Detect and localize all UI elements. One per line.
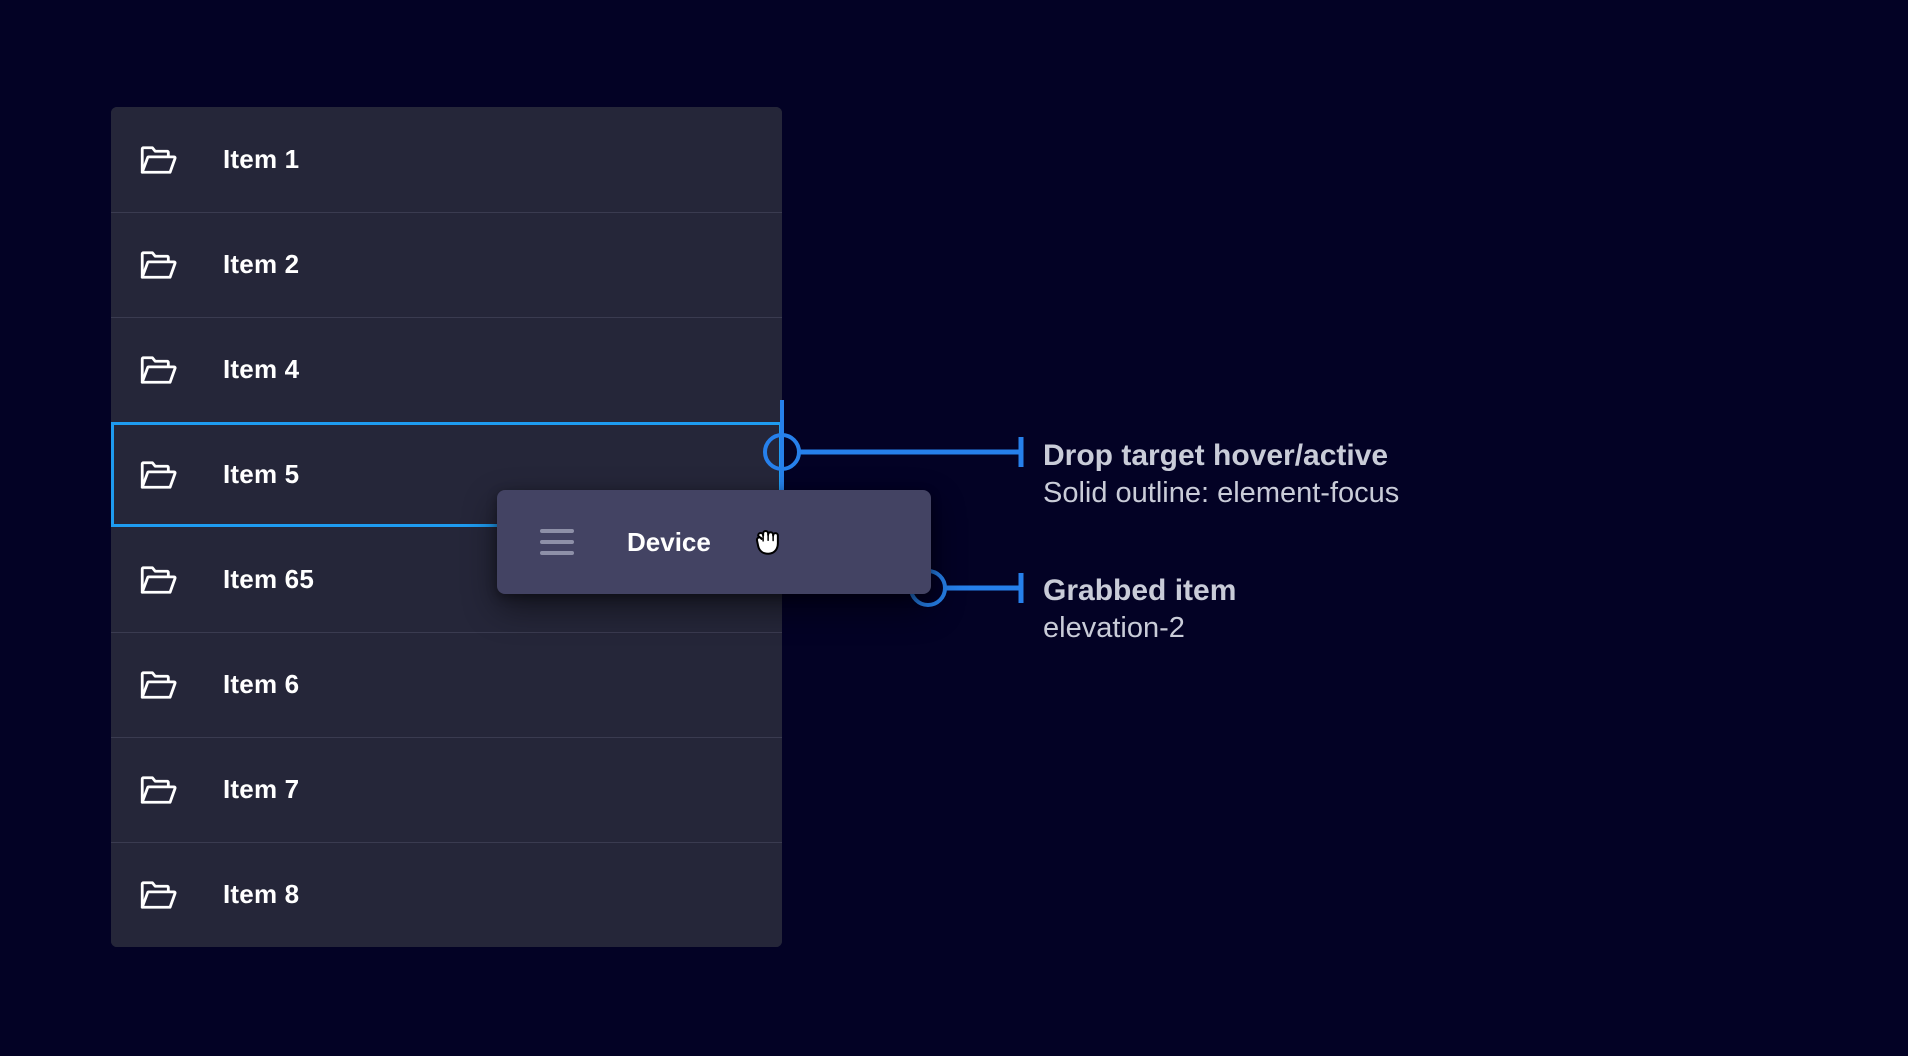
- list-item[interactable]: Item 4: [111, 317, 782, 422]
- list-item-label: Item 7: [223, 774, 300, 804]
- annotation-grabbed-item: Grabbed item elevation-2: [1043, 572, 1236, 648]
- list-item[interactable]: Item 2: [111, 212, 782, 317]
- annotation-subtitle: elevation-2: [1043, 612, 1185, 645]
- list-item[interactable]: Item 1: [111, 107, 782, 212]
- hamburger-grip-icon[interactable]: [540, 529, 574, 555]
- grabbed-item-card[interactable]: Device: [497, 490, 931, 594]
- list-item-label: Item 8: [223, 879, 300, 909]
- list-item[interactable]: Item 7: [111, 737, 782, 842]
- annotation-title: Drop target hover/active: [1043, 439, 1389, 472]
- annotation-title: Grabbed item: [1043, 574, 1237, 607]
- annotation-drop-target: Drop target hover/active Solid outline: …: [1043, 437, 1399, 513]
- folder-icon: [140, 880, 177, 909]
- folder-icon: [140, 355, 177, 384]
- list-item-label: Item 2: [223, 249, 300, 279]
- folder-icon: [140, 250, 177, 279]
- list-item[interactable]: Item 6: [111, 632, 782, 737]
- list-item[interactable]: Item 8: [111, 842, 782, 947]
- folder-icon: [140, 565, 177, 594]
- list-item-label: Item 5: [223, 459, 300, 489]
- annotation-subtitle: Solid outline: element-focus: [1043, 477, 1400, 510]
- list-item-label: Item 6: [223, 669, 300, 699]
- list-item-label: Item 1: [223, 144, 300, 174]
- grabbing-hand-cursor: [755, 530, 779, 555]
- folder-icon: [140, 670, 177, 699]
- list-item-label: Item 4: [223, 354, 300, 384]
- folder-icon: [140, 775, 177, 804]
- folder-icon: [140, 145, 177, 174]
- folder-icon: [140, 460, 177, 489]
- grabbed-item-label: Device: [627, 526, 711, 557]
- list-item-label: Item 65: [223, 564, 315, 594]
